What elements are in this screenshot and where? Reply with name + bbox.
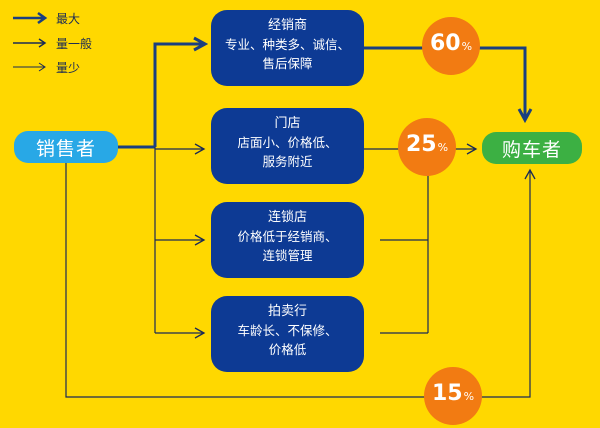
channel-title: 连锁店: [267, 210, 307, 225]
legend-label: 最大: [56, 11, 81, 26]
share-badge-dealer: 60%: [422, 17, 480, 75]
channel-title: 拍卖行: [267, 304, 307, 319]
share-unit: %: [463, 390, 475, 403]
channel-store: 门店 店面小、价格低、 服务附近: [211, 108, 364, 184]
channel-desc-line: 专业、种类多、诚信、: [224, 37, 350, 52]
channel-chain: 连锁店 价格低于经销商、 连锁管理: [211, 202, 364, 278]
channel-title: 经销商: [267, 18, 307, 33]
buyer-node: 购车者: [482, 132, 582, 164]
channel-desc-line: 店面小、价格低、: [237, 135, 338, 150]
channel-auction: 拍卖行 车龄长、不保修、 价格低: [211, 296, 364, 372]
channel-desc-line: 售后保障: [262, 56, 313, 71]
legend-label: 量一般: [56, 36, 93, 51]
legend-item-normal: 量一般: [12, 35, 92, 51]
legend-item-small: 量少: [12, 59, 80, 75]
channel-title: 门店: [274, 116, 301, 131]
share-badge-store: 25%: [398, 118, 456, 176]
share-unit: %: [437, 141, 449, 154]
channel-desc-line: 价格低: [268, 342, 307, 357]
bold-arrow-icon: [13, 11, 48, 25]
channel-desc-line: 车龄长、不保修、: [237, 323, 338, 338]
seller-node: 销售者: [14, 131, 118, 163]
arrow-icon: [13, 38, 47, 48]
arrow-to-dealer: [153, 44, 205, 147]
dealer-to-buyer-line: [364, 46, 525, 120]
direct-sale-line: [65, 163, 536, 398]
share-value: 60: [429, 31, 461, 56]
channel-desc-line: 价格低于经销商、: [237, 229, 338, 244]
share-value: 25: [405, 132, 437, 157]
legend-item-max: 最大: [12, 10, 80, 26]
channel-dealer: 经销商 专业、种类多、诚信、 售后保障: [211, 10, 364, 86]
share-badge-direct: 15%: [424, 367, 482, 425]
share-unit: %: [461, 40, 473, 53]
channel-desc-line: 连锁管理: [262, 248, 313, 263]
legend-label: 量少: [56, 60, 81, 75]
share-value: 15: [431, 381, 463, 406]
channel-desc-line: 服务附近: [262, 154, 313, 169]
thin-arrow-icon: [13, 62, 46, 72]
